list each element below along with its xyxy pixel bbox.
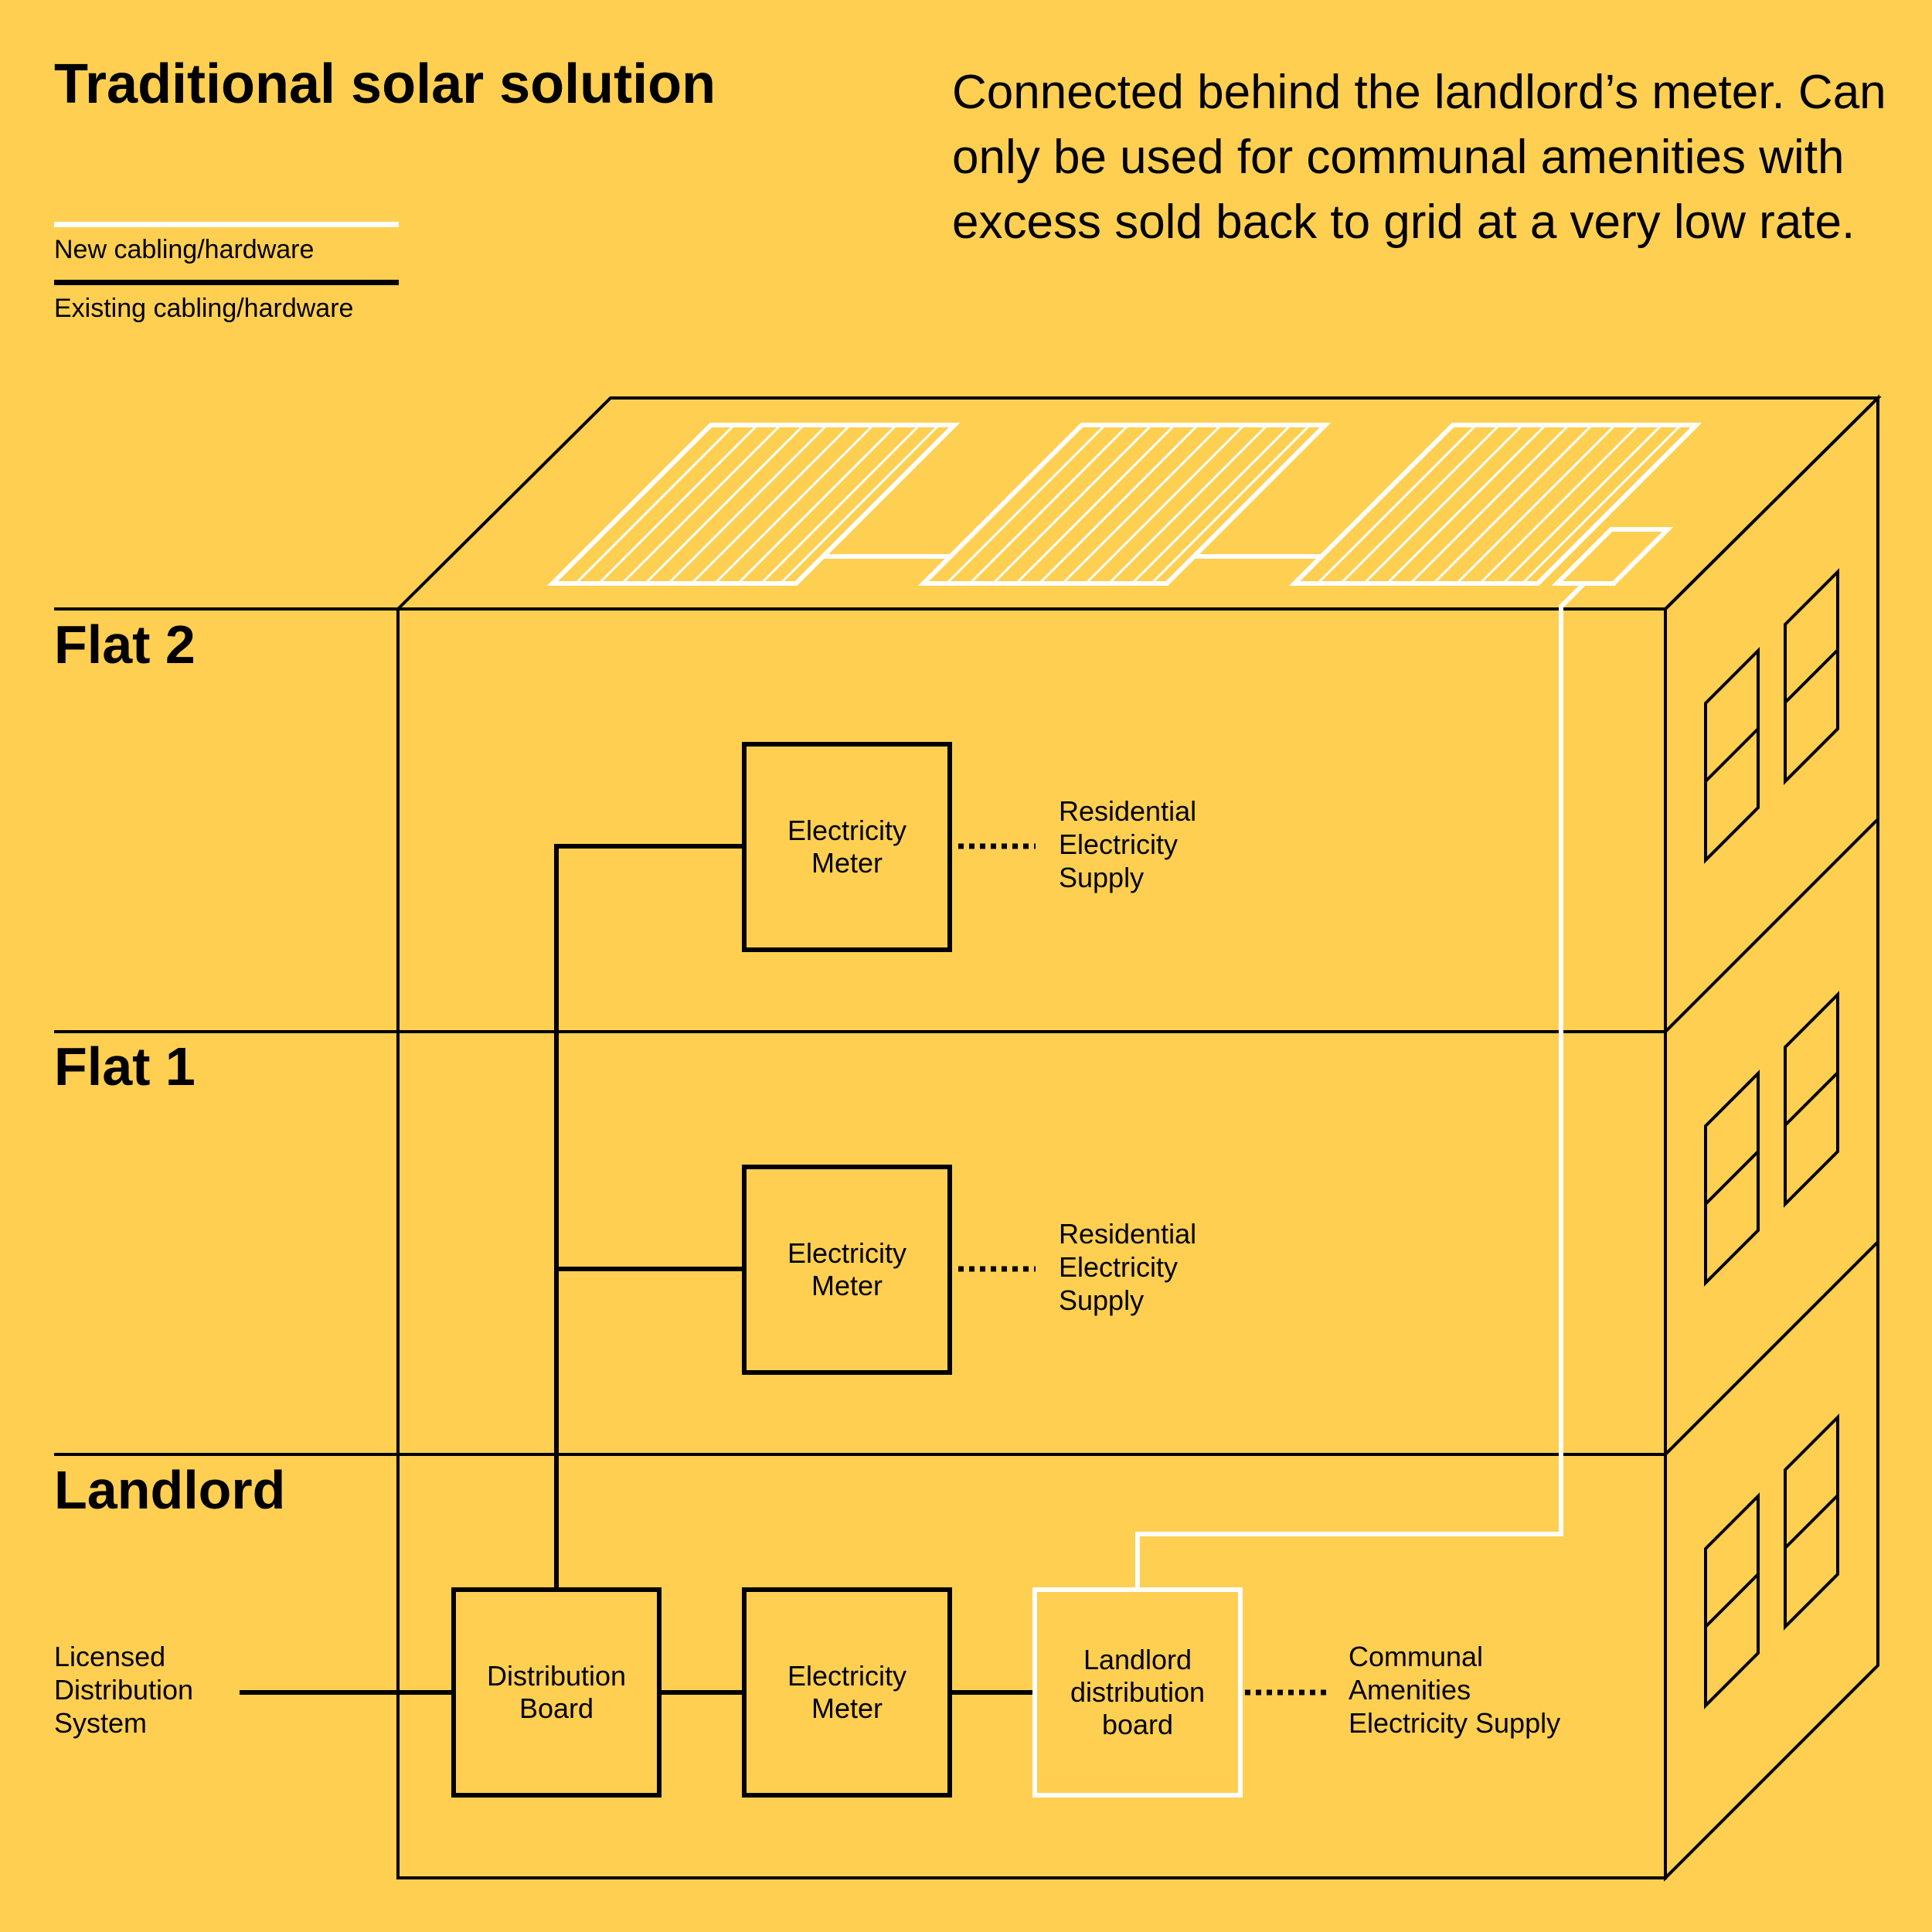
distribution-board-frame <box>451 1587 662 1798</box>
distribution-board: Distribution Board <box>454 1590 659 1795</box>
solar-panels <box>546 423 1702 586</box>
solar-panel-3 <box>1288 423 1702 586</box>
flat1-meter-frame <box>742 1165 952 1375</box>
floor-label-flat1: Flat 1 <box>54 1036 196 1097</box>
solar-inverter <box>1551 527 1674 586</box>
side-windows <box>1704 568 1839 1709</box>
building-outline <box>54 394 1882 1882</box>
new-cabling <box>825 554 1587 1590</box>
flat2-supply-label: Residential Electricity Supply <box>1059 795 1197 893</box>
flat1-supply-label: Residential Electricity Supply <box>1059 1218 1197 1316</box>
window-landlord <box>1704 1413 1839 1709</box>
floor-label-flat2: Flat 2 <box>54 614 196 675</box>
side-face <box>1664 394 1879 1882</box>
window-flat2 <box>1704 568 1839 864</box>
riser-cable-flat2 <box>554 844 744 1590</box>
landlord-meter-label: Electricity Meter <box>787 1660 907 1724</box>
solar-feed-cable <box>1135 581 1587 1590</box>
solar-panel-1 <box>546 423 961 586</box>
landlord-distribution-board-frame <box>1032 1587 1243 1798</box>
floor-label-landlord: Landlord <box>54 1460 286 1520</box>
flat1-meter-label: Electricity Meter <box>787 1237 907 1301</box>
legend-existing-swatch <box>54 280 399 285</box>
landlord-distribution-board-label: Landlord distribution board <box>1070 1644 1206 1740</box>
flat2-electricity-meter: Electricity Meter <box>744 744 950 950</box>
diagram-title: Traditional solar solution <box>54 53 716 115</box>
window-flat1 <box>1704 991 1839 1287</box>
landlord-distribution-board: Landlord distribution board <box>1035 1590 1240 1795</box>
side-floor-line-2 <box>1664 1240 1879 1456</box>
landlord-electricity-meter: Electricity Meter <box>744 1590 950 1795</box>
solar-panel-2 <box>917 423 1332 586</box>
landlord-meter-frame <box>742 1587 952 1798</box>
existing-cabling <box>240 844 1036 1695</box>
flat2-meter-label: Electricity Meter <box>787 815 907 879</box>
communal-supply-label: Communal Amenities Electricity Supply <box>1349 1641 1561 1739</box>
grid-input-label: Licensed Distribution System <box>54 1641 194 1739</box>
diagram-description: Connected behind the landlord’s meter. C… <box>952 66 1886 249</box>
distribution-board-label: Distribution Board <box>486 1660 627 1724</box>
side-floor-line-1 <box>1664 818 1879 1033</box>
legend-existing-label: Existing cabling/hardware <box>54 294 354 323</box>
legend-new-swatch <box>54 222 399 227</box>
supply-connectors <box>958 843 1326 1696</box>
flat2-meter-frame <box>742 742 952 952</box>
legend-new-label: New cabling/hardware <box>54 235 315 264</box>
flat1-electricity-meter: Electricity Meter <box>744 1167 950 1372</box>
